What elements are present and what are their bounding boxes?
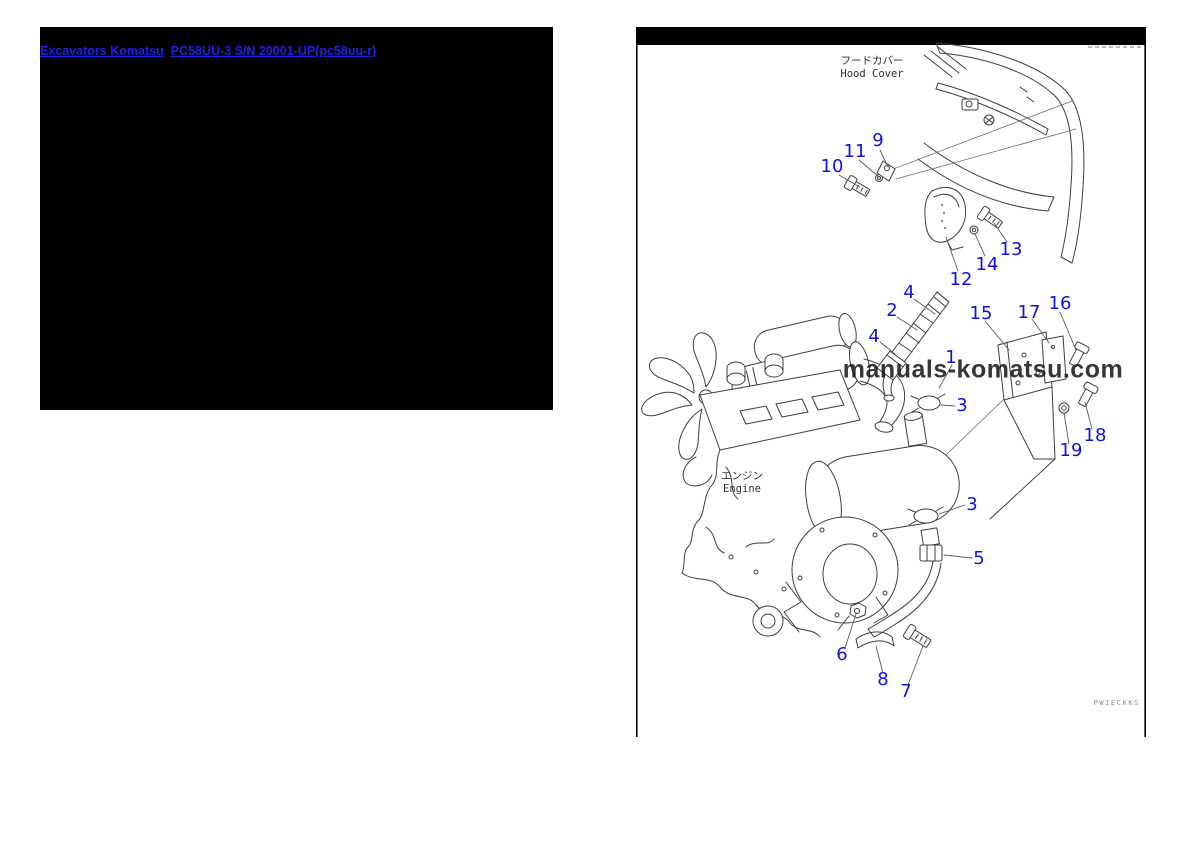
drawing-code: PWIECKKS bbox=[1093, 699, 1140, 707]
bolt-18 bbox=[1076, 381, 1099, 408]
hood-parts-drawing bbox=[844, 161, 1005, 250]
callout-16[interactable]: 16 bbox=[1048, 293, 1072, 314]
watermark: manuals-komatsu.com bbox=[842, 355, 1124, 384]
engine-drawing bbox=[642, 311, 965, 650]
clamp-3-lower bbox=[908, 507, 943, 525]
callout-6[interactable]: 6 bbox=[836, 644, 848, 665]
link-model-serial[interactable]: PC58UU-3 S/N 20001-UP(pc58uu-r) bbox=[170, 44, 377, 58]
cover-12 bbox=[925, 187, 966, 250]
callout-14[interactable]: 14 bbox=[975, 254, 999, 275]
construction-lines bbox=[888, 101, 1076, 455]
parts-diagram-drawing bbox=[636, 27, 1146, 738]
callout-13[interactable]: 13 bbox=[999, 239, 1023, 260]
washer-14 bbox=[970, 226, 978, 234]
callout-17[interactable]: 17 bbox=[1017, 302, 1041, 323]
bolt-7 bbox=[903, 624, 933, 650]
drain-fitting bbox=[920, 528, 942, 561]
bolt-13 bbox=[977, 206, 1005, 231]
callout-9[interactable]: 9 bbox=[872, 130, 884, 151]
callout-11[interactable]: 11 bbox=[843, 141, 867, 162]
clamp-3-upper bbox=[911, 394, 945, 412]
bolt-10 bbox=[844, 175, 872, 199]
fitting-6 bbox=[838, 603, 866, 630]
washer-19 bbox=[1059, 403, 1069, 413]
hood-cover-drawing bbox=[918, 43, 1084, 263]
hose-drawing bbox=[877, 292, 949, 401]
bracket-9 bbox=[877, 161, 895, 181]
frame-borders bbox=[637, 27, 1145, 737]
callout-3b[interactable]: 3 bbox=[966, 494, 978, 515]
callout-3a[interactable]: 3 bbox=[956, 395, 968, 416]
hose-8 bbox=[856, 632, 894, 648]
breadcrumb: Excavators Komatsu PC58UU-3 S/N 20001-UP(… bbox=[40, 44, 383, 58]
image-placeholder bbox=[40, 27, 553, 410]
callout-1[interactable]: 1 bbox=[945, 347, 957, 368]
callout-8[interactable]: 8 bbox=[877, 669, 889, 690]
callout-4a[interactable]: 4 bbox=[903, 282, 915, 303]
flywheel-housing bbox=[784, 517, 898, 632]
callout-19[interactable]: 19 bbox=[1059, 440, 1083, 461]
callout-5[interactable]: 5 bbox=[973, 548, 985, 569]
callout-10[interactable]: 10 bbox=[820, 156, 844, 177]
valve-cover bbox=[700, 354, 860, 450]
bracket-drawing bbox=[990, 332, 1099, 519]
bolt-16 bbox=[1067, 341, 1090, 368]
leader-lines bbox=[839, 150, 1092, 685]
diagram-top-bar bbox=[636, 27, 1146, 45]
callout-18[interactable]: 18 bbox=[1083, 425, 1107, 446]
link-excavators-komatsu[interactable]: Excavators Komatsu bbox=[40, 44, 164, 58]
callout-12[interactable]: 12 bbox=[949, 269, 973, 290]
callout-4b[interactable]: 4 bbox=[868, 326, 880, 347]
callout-15[interactable]: 15 bbox=[969, 303, 993, 324]
callout-2[interactable]: 2 bbox=[886, 300, 898, 321]
callout-7[interactable]: 7 bbox=[900, 681, 912, 702]
engine-block bbox=[682, 450, 820, 637]
